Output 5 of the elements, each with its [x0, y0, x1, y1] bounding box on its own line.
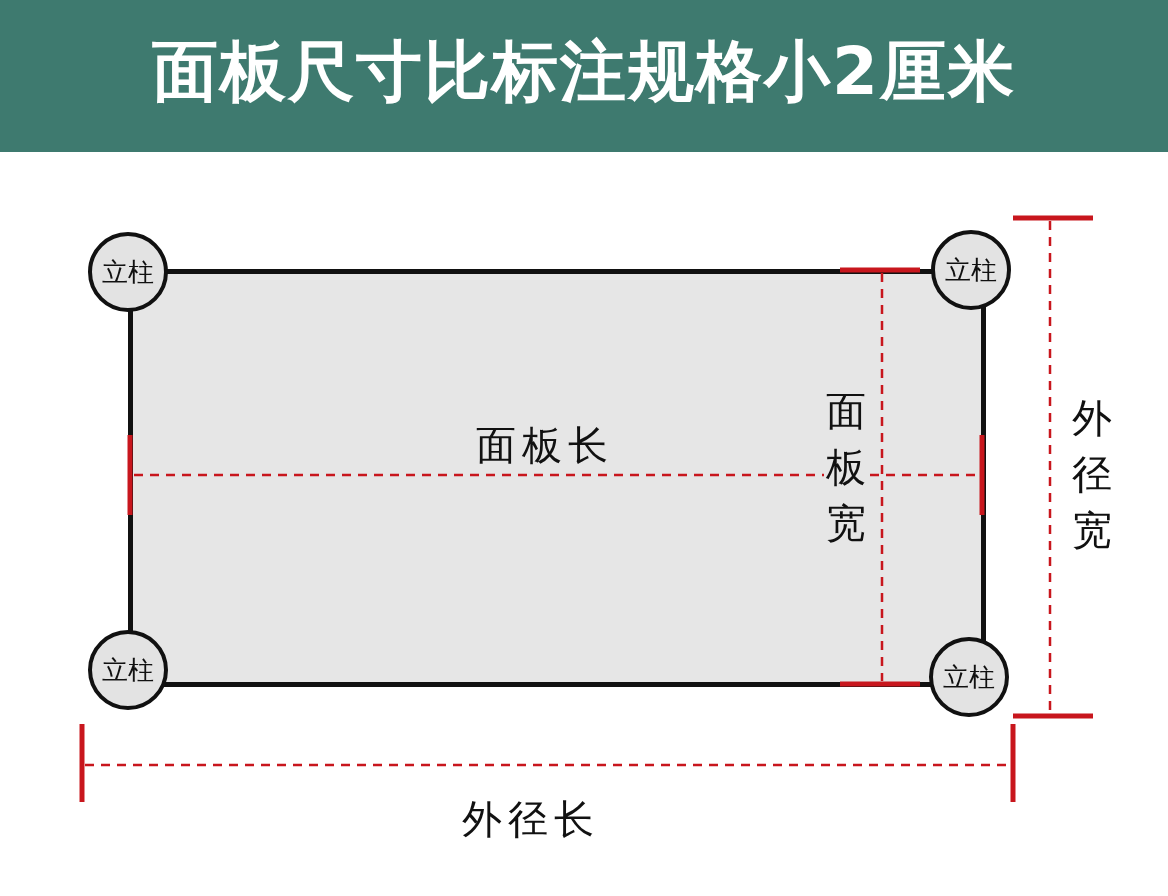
post-circle: 立柱: [931, 230, 1011, 310]
title-banner: 面板尺寸比标注规格小2厘米: [0, 0, 1168, 152]
post-circle: 立柱: [88, 630, 168, 710]
post-circle: 立柱: [88, 232, 168, 312]
post-circle: 立柱: [929, 637, 1009, 717]
